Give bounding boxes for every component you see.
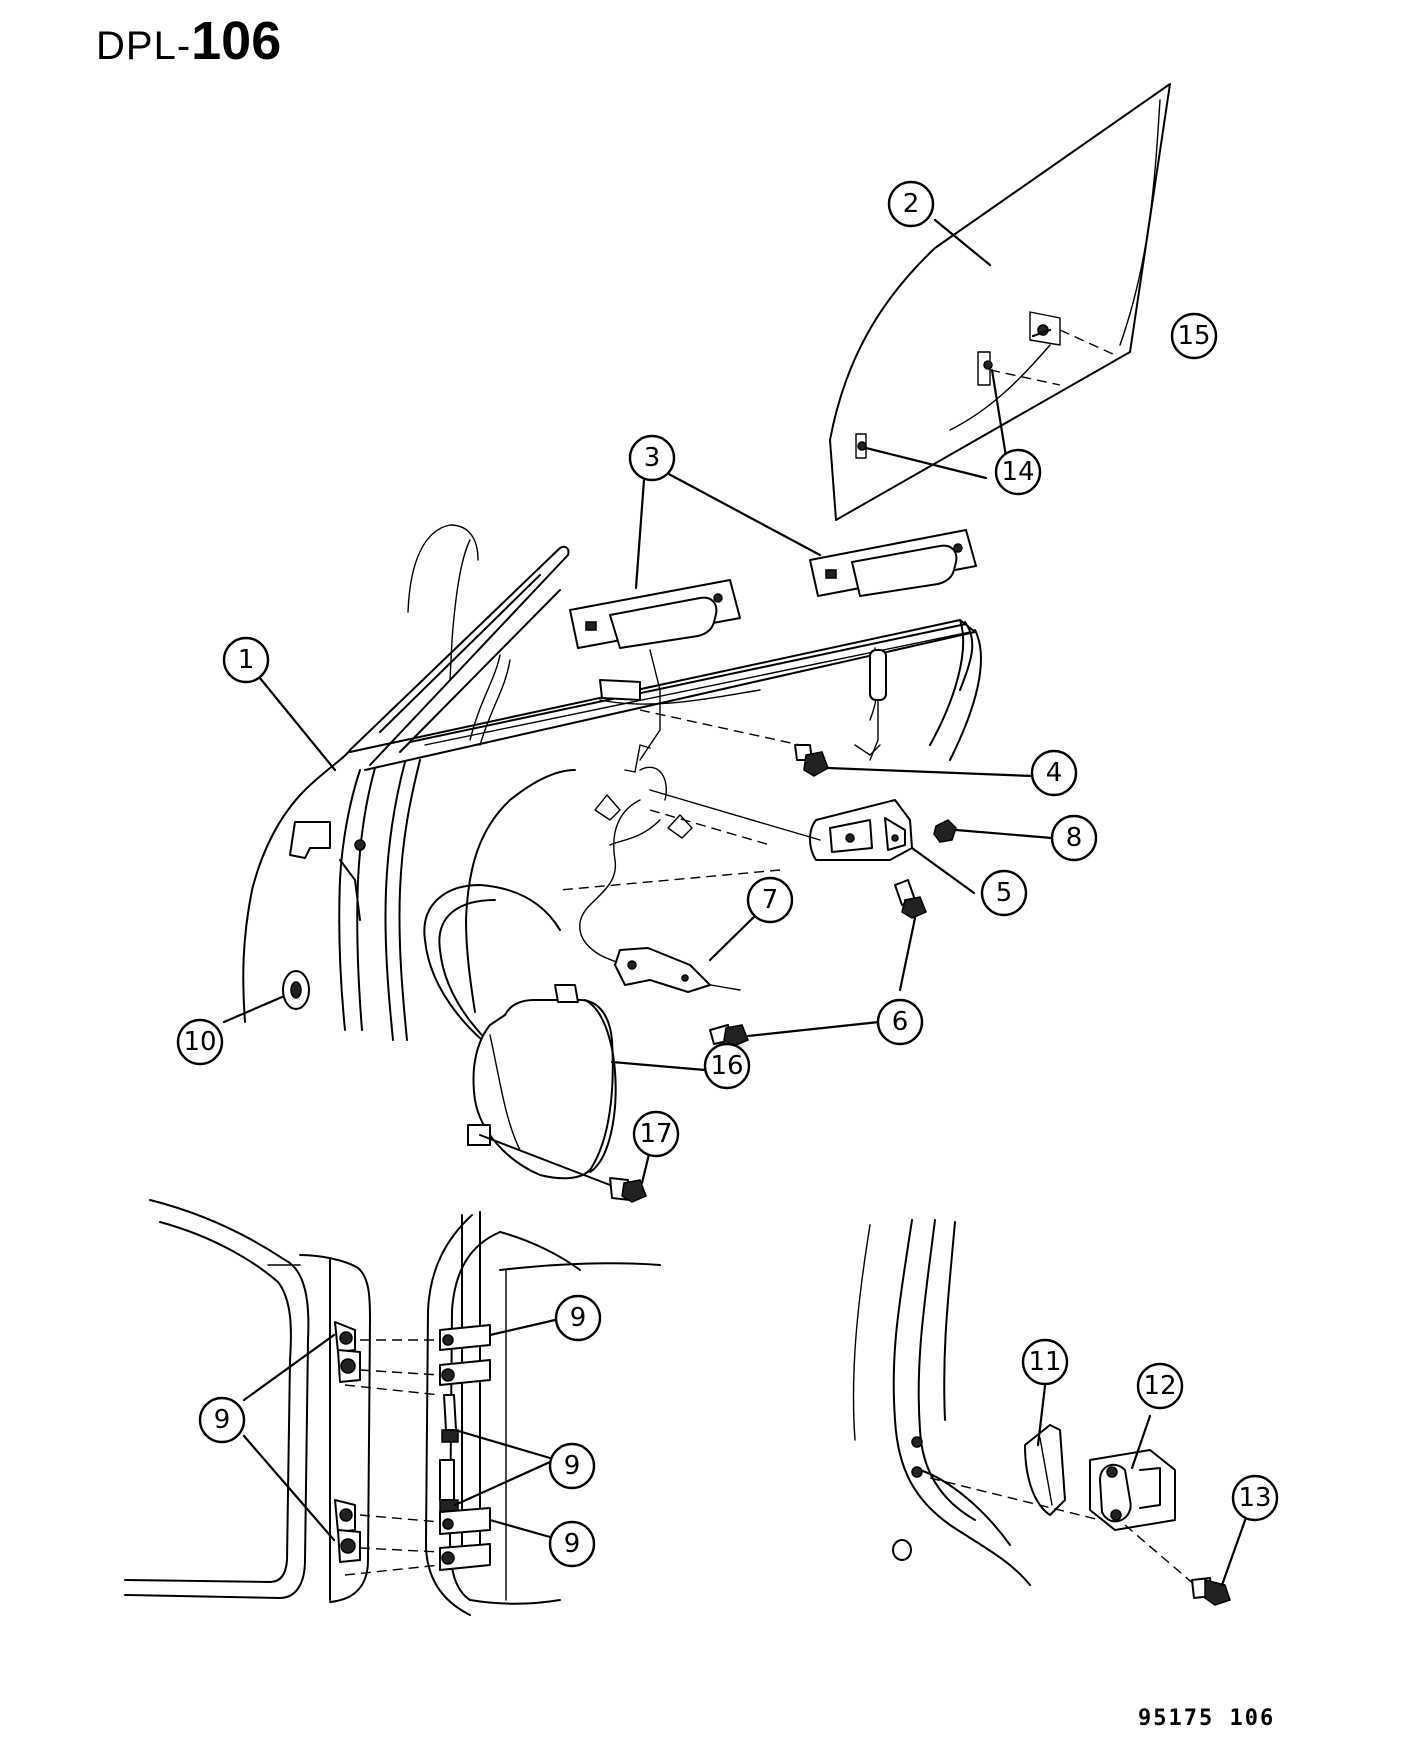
callout-8-label: 8 xyxy=(1066,823,1083,853)
check-bracket xyxy=(614,947,711,993)
callout-11-label: 11 xyxy=(1028,1347,1061,1377)
drawing-reference-code: 95175 106 xyxy=(1138,1706,1276,1731)
check-bolt-upper xyxy=(894,879,927,919)
callout-7-label: 7 xyxy=(762,885,779,915)
check-nut xyxy=(933,819,957,843)
callout-9b: 9 xyxy=(198,1396,246,1444)
page-title: DPL-106 xyxy=(96,14,281,68)
callout-9c-label: 9 xyxy=(564,1451,581,1481)
callout-9b-label: 9 xyxy=(214,1405,231,1435)
hinge-inset-body-panel xyxy=(124,1199,661,1616)
callout-17: 17 xyxy=(632,1110,680,1158)
check-bolt-lower xyxy=(709,1024,749,1047)
callout-5-label: 5 xyxy=(996,878,1013,908)
glass-channel-clip-left xyxy=(569,579,741,649)
callout-2: 2 xyxy=(887,180,935,228)
callout-9d-label: 9 xyxy=(564,1529,581,1559)
callout-3: 3 xyxy=(628,434,676,482)
callout-14: 14 xyxy=(994,448,1042,496)
striker-inset-pillar xyxy=(852,1219,1031,1586)
hinge-pin xyxy=(439,1394,459,1513)
glass-channel-clip-right xyxy=(809,529,977,597)
speaker-screw xyxy=(479,1134,647,1203)
callout-4-label: 4 xyxy=(1046,758,1063,788)
callout-16: 16 xyxy=(703,1042,751,1090)
callout-9a-label: 9 xyxy=(570,1303,587,1333)
page-title-number: 106 xyxy=(191,11,282,71)
callout-16-label: 16 xyxy=(710,1051,743,1081)
callout-15: 15 xyxy=(1170,312,1218,360)
callout-13-label: 13 xyxy=(1238,1483,1271,1513)
callout-10: 10 xyxy=(176,1018,224,1066)
callout-7: 7 xyxy=(746,876,794,924)
callout-4: 4 xyxy=(1030,749,1078,797)
callout-15-label: 15 xyxy=(1177,321,1210,351)
callout-5: 5 xyxy=(980,869,1028,917)
callout-8: 8 xyxy=(1050,814,1098,862)
door-speaker xyxy=(467,984,617,1180)
striker-shim xyxy=(1024,1424,1066,1516)
lower-hinge xyxy=(334,1499,491,1576)
callout-6-label: 6 xyxy=(892,1007,909,1037)
callout-9c: 9 xyxy=(548,1442,596,1490)
callout-9d: 9 xyxy=(548,1520,596,1568)
callout-1: 1 xyxy=(222,636,270,684)
access-hole-plug xyxy=(282,970,310,1010)
callout-14-label: 14 xyxy=(1001,457,1034,487)
callout-3-label: 3 xyxy=(644,443,661,473)
callout-12: 12 xyxy=(1136,1362,1184,1410)
leader-lines xyxy=(222,218,1250,1587)
callout-13: 13 xyxy=(1231,1474,1279,1522)
callout-1-label: 1 xyxy=(238,645,255,675)
callout-6: 6 xyxy=(876,998,924,1046)
callout-17-label: 17 xyxy=(639,1119,672,1149)
door-striker xyxy=(1089,1449,1176,1531)
door-check xyxy=(649,789,913,861)
page-title-prefix: DPL- xyxy=(96,24,192,68)
callout-10-label: 10 xyxy=(183,1027,216,1057)
callout-9a: 9 xyxy=(554,1294,602,1342)
hinge-bolt xyxy=(794,744,829,777)
callout-11: 11 xyxy=(1021,1338,1069,1386)
front-door-shell xyxy=(242,524,982,1081)
callout-2-label: 2 xyxy=(903,189,920,219)
callout-12-label: 12 xyxy=(1143,1371,1176,1401)
glass-mounting-tab xyxy=(855,311,1116,459)
upper-hinge xyxy=(334,1321,491,1396)
door-glass xyxy=(829,83,1171,521)
